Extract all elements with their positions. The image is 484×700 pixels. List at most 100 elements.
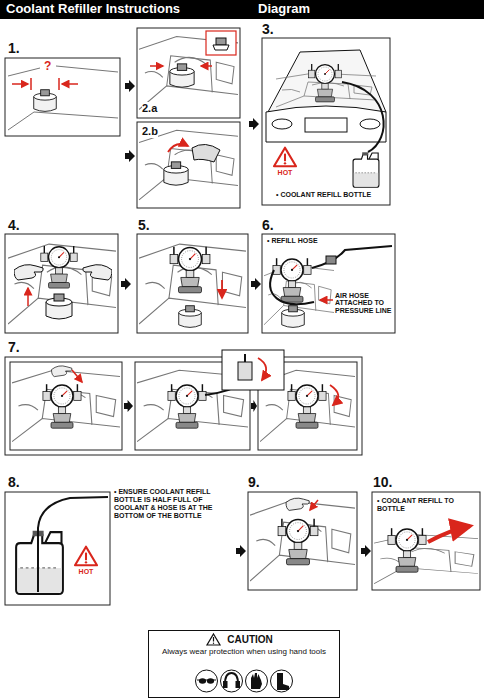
- caution-icons: [271, 670, 293, 692]
- header-subtitle: Diagram: [258, 2, 310, 17]
- caution-icons: [197, 680, 216, 681]
- step-1-reservoir: [30, 78, 32, 90]
- step-3-car: [360, 119, 380, 129]
- step-4-attach: [14, 265, 43, 280]
- caution-icons: [236, 681, 241, 688]
- step-3-car: [266, 106, 386, 142]
- step-panels: [137, 234, 248, 333]
- step-6-hoses: [312, 246, 392, 268]
- header-title: Coolant Refiller Instructions: [6, 2, 180, 17]
- step-5-seat: [221, 280, 223, 298]
- step-2-cap: [213, 45, 229, 50]
- step-number: 9.: [248, 474, 260, 490]
- caution-box: CAUTIONAlways wear protection when using…: [148, 630, 340, 698]
- caution-icons: [213, 637, 214, 642]
- step-arrows: [124, 400, 133, 412]
- step-2-cap: [206, 31, 236, 55]
- engine-bay-sketches: [8, 244, 116, 324]
- step-arrows: [121, 80, 371, 557]
- caution-icons: [199, 678, 206, 684]
- step-4-attach: [14, 246, 112, 319]
- step-number: 10.: [373, 474, 392, 490]
- caution-heading: CAUTION: [149, 634, 339, 646]
- step-panels: [248, 492, 357, 590]
- callout-text: • COOLANT REFILL BOTTLE: [276, 191, 371, 199]
- step-arrows: [249, 118, 259, 130]
- step-1-reservoir: [58, 78, 60, 90]
- callout-text: AIR HOSE ATTACHED TO PRESSURE LINE: [335, 292, 393, 314]
- step-2-cap: [201, 65, 212, 67]
- step-5-seat: [170, 247, 210, 293]
- step-2-cap: [216, 38, 226, 45]
- step-7-valves: [238, 362, 252, 380]
- step-1-reservoir: [12, 83, 28, 85]
- caution-icons: [221, 670, 243, 692]
- step-panels: [372, 492, 480, 590]
- step-1-reservoir: [34, 90, 57, 112]
- step-7-valves: [52, 366, 72, 377]
- step-number: 1.: [8, 40, 20, 56]
- step-3-car: [342, 82, 384, 152]
- engine-bay-sketches: [139, 36, 238, 109]
- caution-icons: [251, 673, 262, 689]
- step-arrows: [125, 150, 135, 162]
- step-arrows: [251, 400, 257, 412]
- engine-bay-sketches: [250, 501, 355, 581]
- hot-warning: HOT: [272, 169, 298, 177]
- step-1-reservoir: [8, 66, 118, 130]
- step-9-open: [278, 519, 318, 565]
- step-panels: [5, 28, 480, 605]
- step-3-car: [274, 148, 296, 167]
- step-panels: [137, 122, 240, 208]
- caution-icons: [246, 670, 268, 692]
- step-9-open: [286, 498, 309, 510]
- step-panels: [5, 492, 110, 605]
- step-7-valves: [244, 354, 246, 362]
- step-6-hoses: [270, 270, 314, 304]
- step-arrows: [251, 278, 261, 290]
- step-4-attach: [27, 288, 29, 306]
- step-9-open: [310, 500, 318, 510]
- caution-note: Always wear protection when using hand t…: [149, 647, 339, 656]
- step-7-valves: [330, 385, 338, 405]
- step-number: 3.: [262, 21, 274, 37]
- step-panels: [137, 28, 240, 118]
- step-8-bottle: [38, 497, 108, 592]
- step-10-refill: [388, 528, 426, 572]
- hot-warning: HOT: [72, 568, 100, 576]
- step-number: 8.: [8, 474, 20, 490]
- step-10-refill: [388, 526, 470, 572]
- step-2-cap: [168, 144, 188, 152]
- step-number: 2.a: [142, 102, 157, 115]
- engine-bay-sketches: [8, 36, 478, 583]
- step-9-open: [278, 498, 318, 565]
- step-7-valves: [43, 350, 338, 428]
- step-3-car: [272, 119, 292, 129]
- step-arrows: [125, 80, 135, 92]
- callout-text: • REFILL HOSE: [267, 237, 318, 245]
- step-arrows: [121, 278, 131, 290]
- step-panels: [5, 58, 120, 136]
- step-8-bottle: [75, 547, 97, 566]
- step-5-seat: [179, 306, 202, 328]
- step-3-car: [266, 50, 386, 187]
- step-2-cap: [150, 65, 163, 67]
- step-number: 5.: [138, 217, 150, 233]
- step-panels: [262, 234, 395, 333]
- caution-icons: [223, 681, 228, 688]
- step-1-reservoir: [62, 83, 78, 85]
- step-7-valves: [168, 384, 206, 428]
- step-panels: [262, 38, 390, 205]
- step-7-valves: [72, 370, 82, 382]
- step-7-valves: [43, 384, 81, 428]
- step-4-attach: [41, 246, 77, 288]
- caution-icons: [277, 673, 289, 690]
- step-1-reservoir: [8, 112, 118, 130]
- step-3-car: [353, 152, 379, 187]
- step-number: 6.: [262, 217, 274, 233]
- step-panels: [10, 362, 122, 450]
- step-2-cap: [150, 31, 236, 185]
- step-7-valves: [258, 358, 266, 380]
- question-mark: ?: [44, 60, 51, 74]
